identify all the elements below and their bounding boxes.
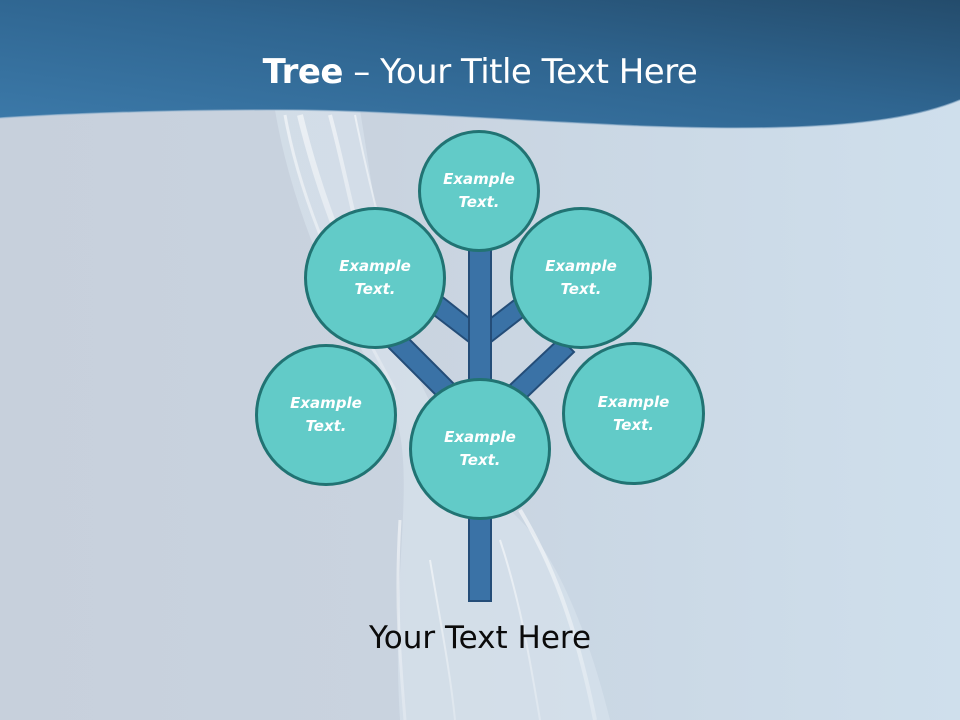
slide-title: Tree – Your Title Text Here	[0, 52, 960, 92]
title-bold: Tree	[262, 52, 344, 92]
header-band	[0, 0, 960, 129]
footer-text: Your Text Here	[368, 620, 592, 656]
title-rest: – Your Title Text Here	[342, 52, 698, 92]
